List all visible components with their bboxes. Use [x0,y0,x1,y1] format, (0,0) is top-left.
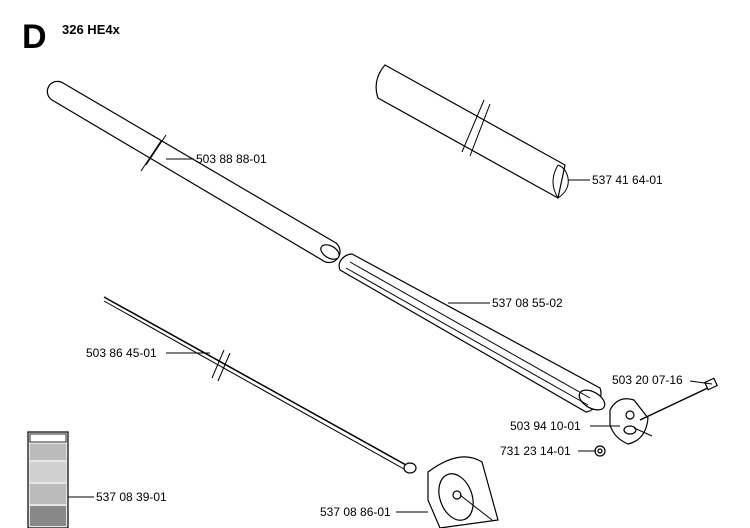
part-label-537-08-55-02: 537 08 55-02 [492,296,563,310]
part-label-537-08-39-01: 537 08 39-01 [96,490,167,504]
shaft-tube-section [375,64,569,199]
leader-lines [68,158,713,513]
grip-tube [338,253,606,413]
drive-shaft [103,296,417,474]
decal [27,431,69,528]
shaft-tube [46,80,341,264]
section-letter: D [22,18,47,56]
part-label-503-20-07-16: 503 20 07-16 [612,373,683,387]
model-title: 326 HE4x [62,22,120,37]
part-label-503-88-88-01: 503 88 88-01 [196,152,267,166]
part-label-503-86-45-01: 503 86 45-01 [86,346,157,360]
clutch-drum [427,456,499,528]
clamp [609,398,653,445]
part-label-503-94-10-01: 503 94 10-01 [510,419,581,433]
part-label-537-08-86-01: 537 08 86-01 [320,505,391,519]
part-label-537-41-64-01: 537 41 64-01 [592,173,663,187]
part-label-731-23-14-01: 731 23 14-01 [500,444,571,458]
nut [594,445,606,457]
